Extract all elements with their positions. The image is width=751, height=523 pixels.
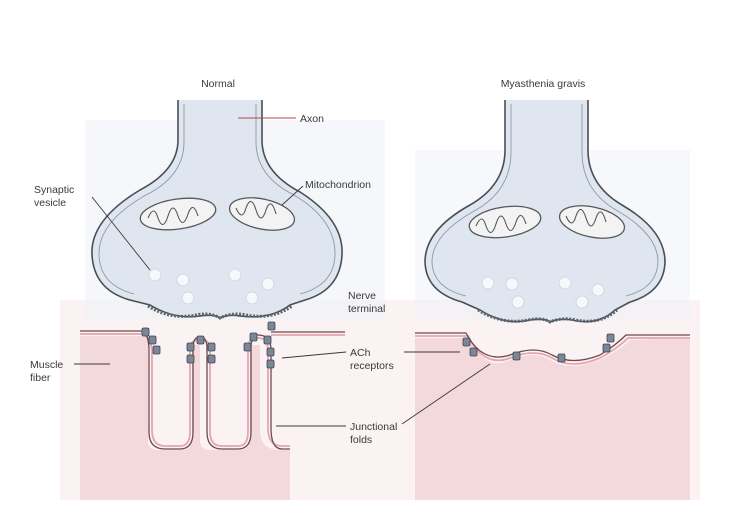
axon-label: Axon [300,113,324,125]
ach-receptor [267,360,274,368]
ach-receptor [463,338,470,346]
muscle-fiber-label-line1: Muscle [30,359,63,371]
synaptic-vesicle [512,296,524,308]
ach-receptor [250,333,257,341]
ach-receptor [558,354,565,362]
ach-receptor [267,348,274,356]
nerve-terminal-label-line1: Nerve [348,290,376,302]
synaptic-vesicle [482,277,494,289]
synaptic-vesicle-label-line1: Synaptic [34,184,74,196]
ach-receptor [470,348,477,356]
ach-receptor [153,346,160,354]
junctional-folds-label-line1: Junctional [350,421,397,433]
ach-receptors-label-line2: receptors [350,360,394,372]
synaptic-vesicle [559,277,571,289]
ach-receptor [264,336,271,344]
myasthenia-muscle-fiber [415,338,690,500]
synaptic-vesicle [592,284,604,296]
nerve-terminal-label-line2: terminal [348,303,385,315]
mitochondrion-label: Mitochondrion [305,179,371,191]
synaptic-vesicle-label-line2: vesicle [34,197,66,209]
normal-title: Normal [201,78,235,90]
synaptic-vesicle [576,296,588,308]
ach-receptor [197,336,204,344]
muscle-fiber-label-line2: fiber [30,372,51,384]
synaptic-vesicle [246,292,258,304]
junctional-folds-label-line2: folds [350,434,372,446]
myasthenia-nerve-terminal [425,100,665,322]
synaptic-vesicle [149,269,161,281]
ach-receptor [187,343,194,351]
ach-receptor [149,336,156,344]
ach-receptors-label-line1: ACh [350,347,371,359]
ach-receptor [208,355,215,363]
synaptic-vesicle [229,269,241,281]
ach-receptor [607,334,614,342]
myasthenia-title: Myasthenia gravis [501,78,586,90]
ach-receptor [268,322,275,330]
ach-receptor [142,328,149,336]
synaptic-vesicle [177,274,189,286]
ach-receptor [208,343,215,351]
synaptic-vesicle [262,278,274,290]
myasthenia-panel: Myasthenia gravis [415,78,690,500]
ach-receptor [513,352,520,360]
ach-receptor [603,344,610,352]
synaptic-vesicle [506,278,518,290]
synaptic-vesicle [182,292,194,304]
ach-receptor [187,355,194,363]
ach-receptor [244,343,251,351]
